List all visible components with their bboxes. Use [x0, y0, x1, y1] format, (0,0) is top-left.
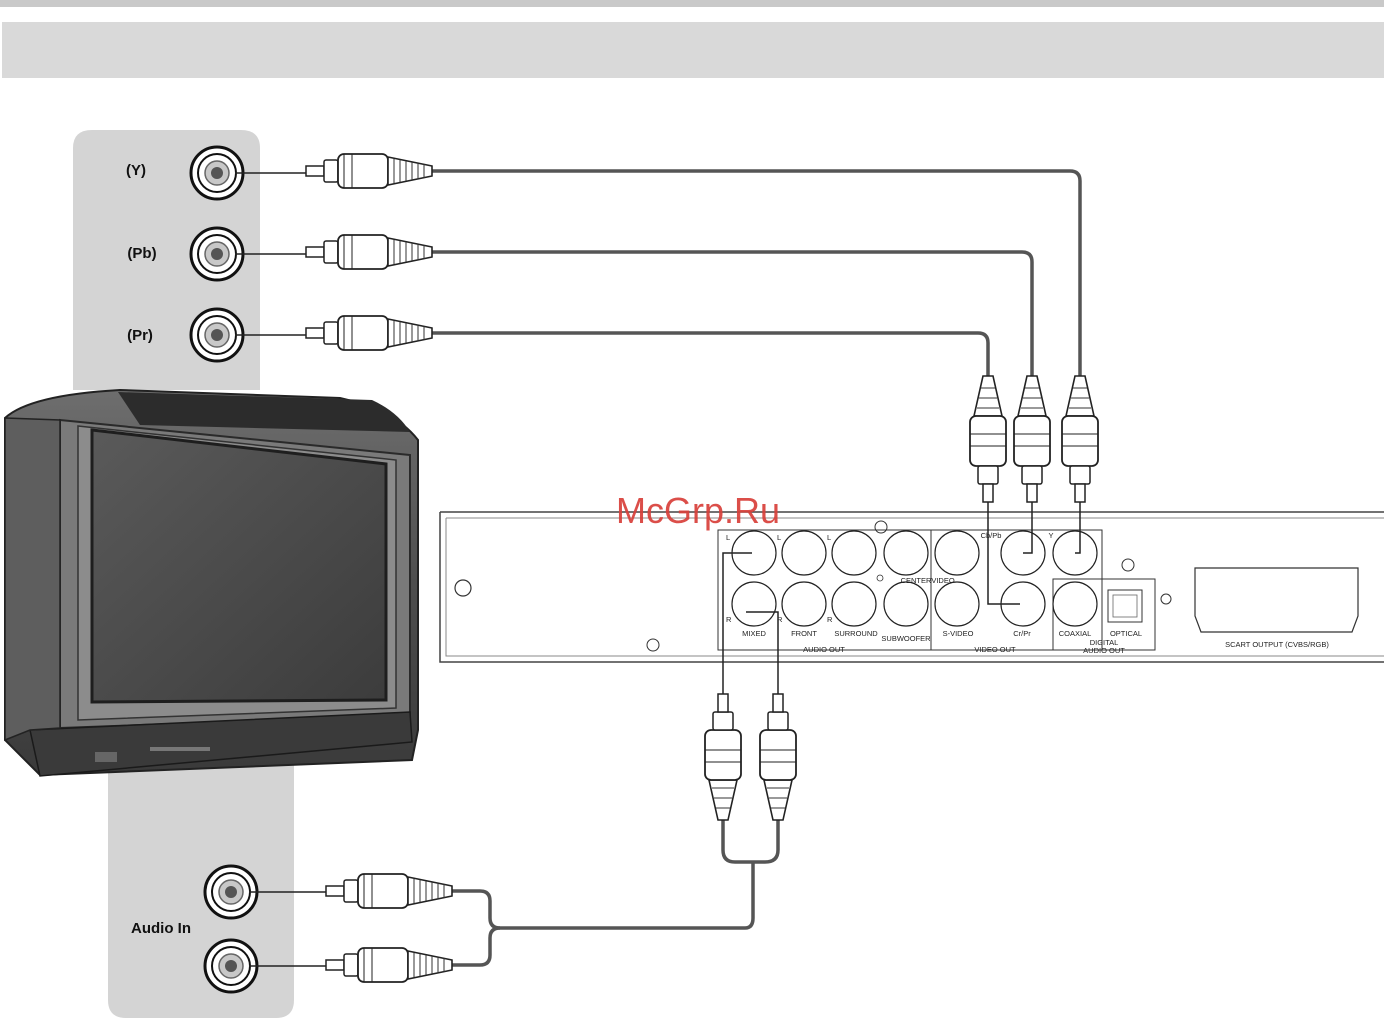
pr-player-plug	[969, 375, 1007, 503]
audio-cables	[450, 820, 780, 967]
svg-text:L: L	[827, 533, 831, 542]
svg-text:L: L	[726, 533, 730, 542]
pb-input-label: (Pb)	[127, 245, 156, 262]
mount-screw-icon	[874, 520, 888, 534]
mount-screw-icon	[646, 638, 660, 652]
tv-component-input-panel: (Y) (Pb) (Pr)	[73, 130, 260, 390]
y-player-plug	[1061, 375, 1099, 503]
panel-routing-lines	[722, 500, 1081, 694]
audio-left-cable-plug	[325, 873, 453, 909]
audio-left-player-plug	[704, 693, 742, 821]
mount-screw-icon	[1121, 558, 1135, 572]
y-input-label: (Y)	[126, 162, 146, 179]
svg-text:Cr/Pr: Cr/Pr	[1013, 629, 1031, 638]
pb-player-plug	[1013, 375, 1051, 503]
scart-connector	[1194, 567, 1359, 633]
svg-text:VIDEO OUT: VIDEO OUT	[974, 645, 1016, 654]
top-divider-line	[0, 0, 1384, 7]
svg-text:SUBWOOFER: SUBWOOFER	[881, 634, 931, 643]
audio-in-label: Audio In	[131, 920, 191, 937]
pb-cable-plug	[305, 234, 433, 270]
svg-text:R: R	[726, 615, 732, 624]
svg-text:AUDIO OUT: AUDIO OUT	[803, 645, 845, 654]
pr-input-label: (Pr)	[127, 327, 153, 344]
y-cable-plug	[305, 153, 433, 189]
component-video-cables	[431, 169, 1082, 378]
header-band	[2, 22, 1384, 78]
svg-text:L: L	[777, 533, 781, 542]
mount-screw-icon	[454, 579, 472, 597]
svg-text:DIGITAL: DIGITAL	[1090, 638, 1119, 647]
mount-screw-icon	[1160, 593, 1172, 605]
svg-text:MIXED: MIXED	[742, 629, 766, 638]
tv-side-connector-stubs	[235, 172, 326, 967]
pr-cable-plug	[305, 315, 433, 351]
svg-text:AUDIO OUT: AUDIO OUT	[1083, 646, 1125, 655]
svg-text:R: R	[827, 615, 833, 624]
svg-text:R: R	[777, 615, 783, 624]
scart-output-label: SCART OUTPUT (CVBS/RGB)	[1225, 640, 1329, 649]
audio-right-cable-plug	[325, 947, 453, 983]
svg-text:FRONT: FRONT	[791, 629, 817, 638]
svg-text:SURROUND: SURROUND	[834, 629, 878, 638]
svg-text:VIDEO: VIDEO	[931, 576, 955, 585]
audio-right-player-plug	[759, 693, 797, 821]
svg-text:OPTICAL: OPTICAL	[1110, 629, 1142, 638]
television	[4, 388, 419, 777]
watermark-text: McGrp.Ru	[616, 490, 780, 531]
svg-text:CENTER: CENTER	[901, 576, 932, 585]
tv-audio-input-panel: Audio In	[108, 760, 294, 1018]
svg-text:Cb/Pb: Cb/Pb	[981, 531, 1002, 540]
svg-text:COAXIAL: COAXIAL	[1059, 629, 1092, 638]
player-rear-panel: L L L R R R MIXED FRONT SURROUND SUBWOOF…	[439, 511, 1384, 663]
svg-text:S-VIDEO: S-VIDEO	[943, 629, 974, 638]
svg-text:Y: Y	[1048, 531, 1053, 540]
